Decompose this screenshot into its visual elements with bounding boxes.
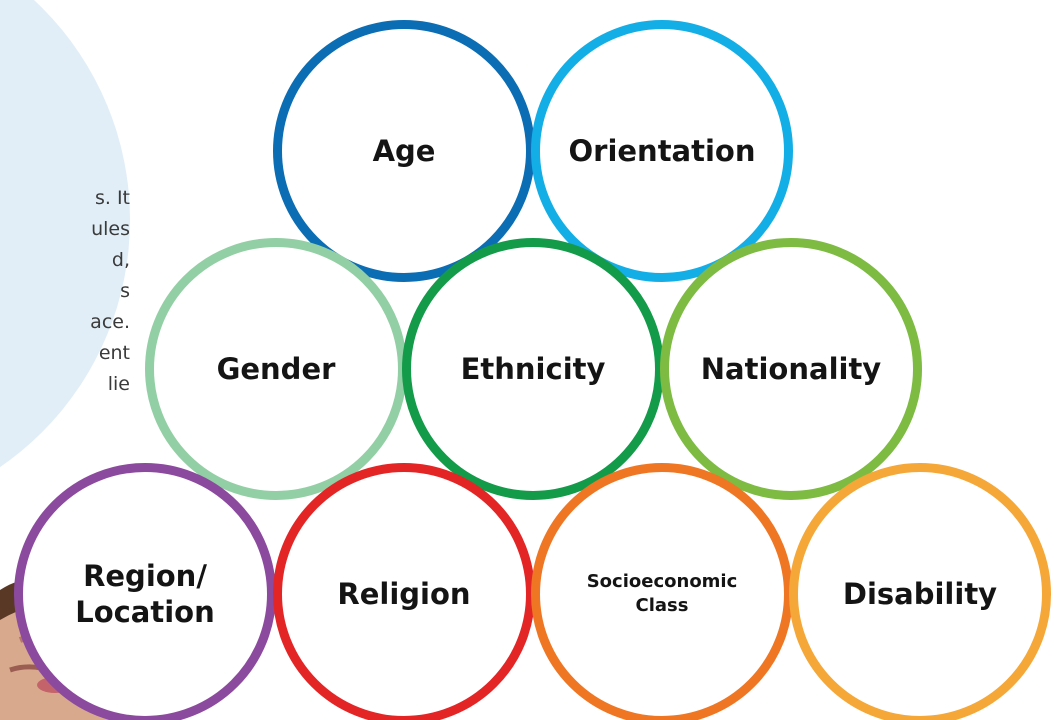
intro-text-line-6: ent (98, 342, 130, 364)
diagram-node-nationality: Nationality (660, 238, 922, 500)
node-label: Region/ Location (75, 559, 215, 629)
intro-text-line-1: s. It (94, 187, 130, 209)
intro-text-line-4: s (120, 280, 130, 302)
diagram-node-gender: Gender (145, 238, 407, 500)
diagram-node-socioeconomic-class: Socioeconomic Class (531, 463, 793, 720)
node-label: Ethnicity (460, 352, 606, 386)
node-label: Nationality (700, 352, 882, 386)
diagram-node-orientation: Orientation (531, 20, 793, 282)
node-label: Orientation (568, 134, 756, 168)
node-label: Disability (842, 577, 998, 611)
intro-text-line-3: d, (111, 249, 130, 271)
diagram-node-region-location: Region/ Location (14, 463, 276, 720)
diagram-node-disability: Disability (789, 463, 1051, 720)
intro-text-line-5: ace. (90, 311, 130, 333)
diagram-node-religion: Religion (273, 463, 535, 720)
diagram-node-age: Age (273, 20, 535, 282)
intro-text-line-7: lie (107, 373, 130, 395)
node-label: Gender (216, 352, 336, 386)
node-label: Age (372, 134, 436, 168)
node-label: Religion (337, 577, 471, 611)
diagram-node-ethnicity: Ethnicity (402, 238, 664, 500)
intro-text-line-2: ules (91, 218, 130, 240)
node-label: Socioeconomic Class (586, 571, 738, 616)
